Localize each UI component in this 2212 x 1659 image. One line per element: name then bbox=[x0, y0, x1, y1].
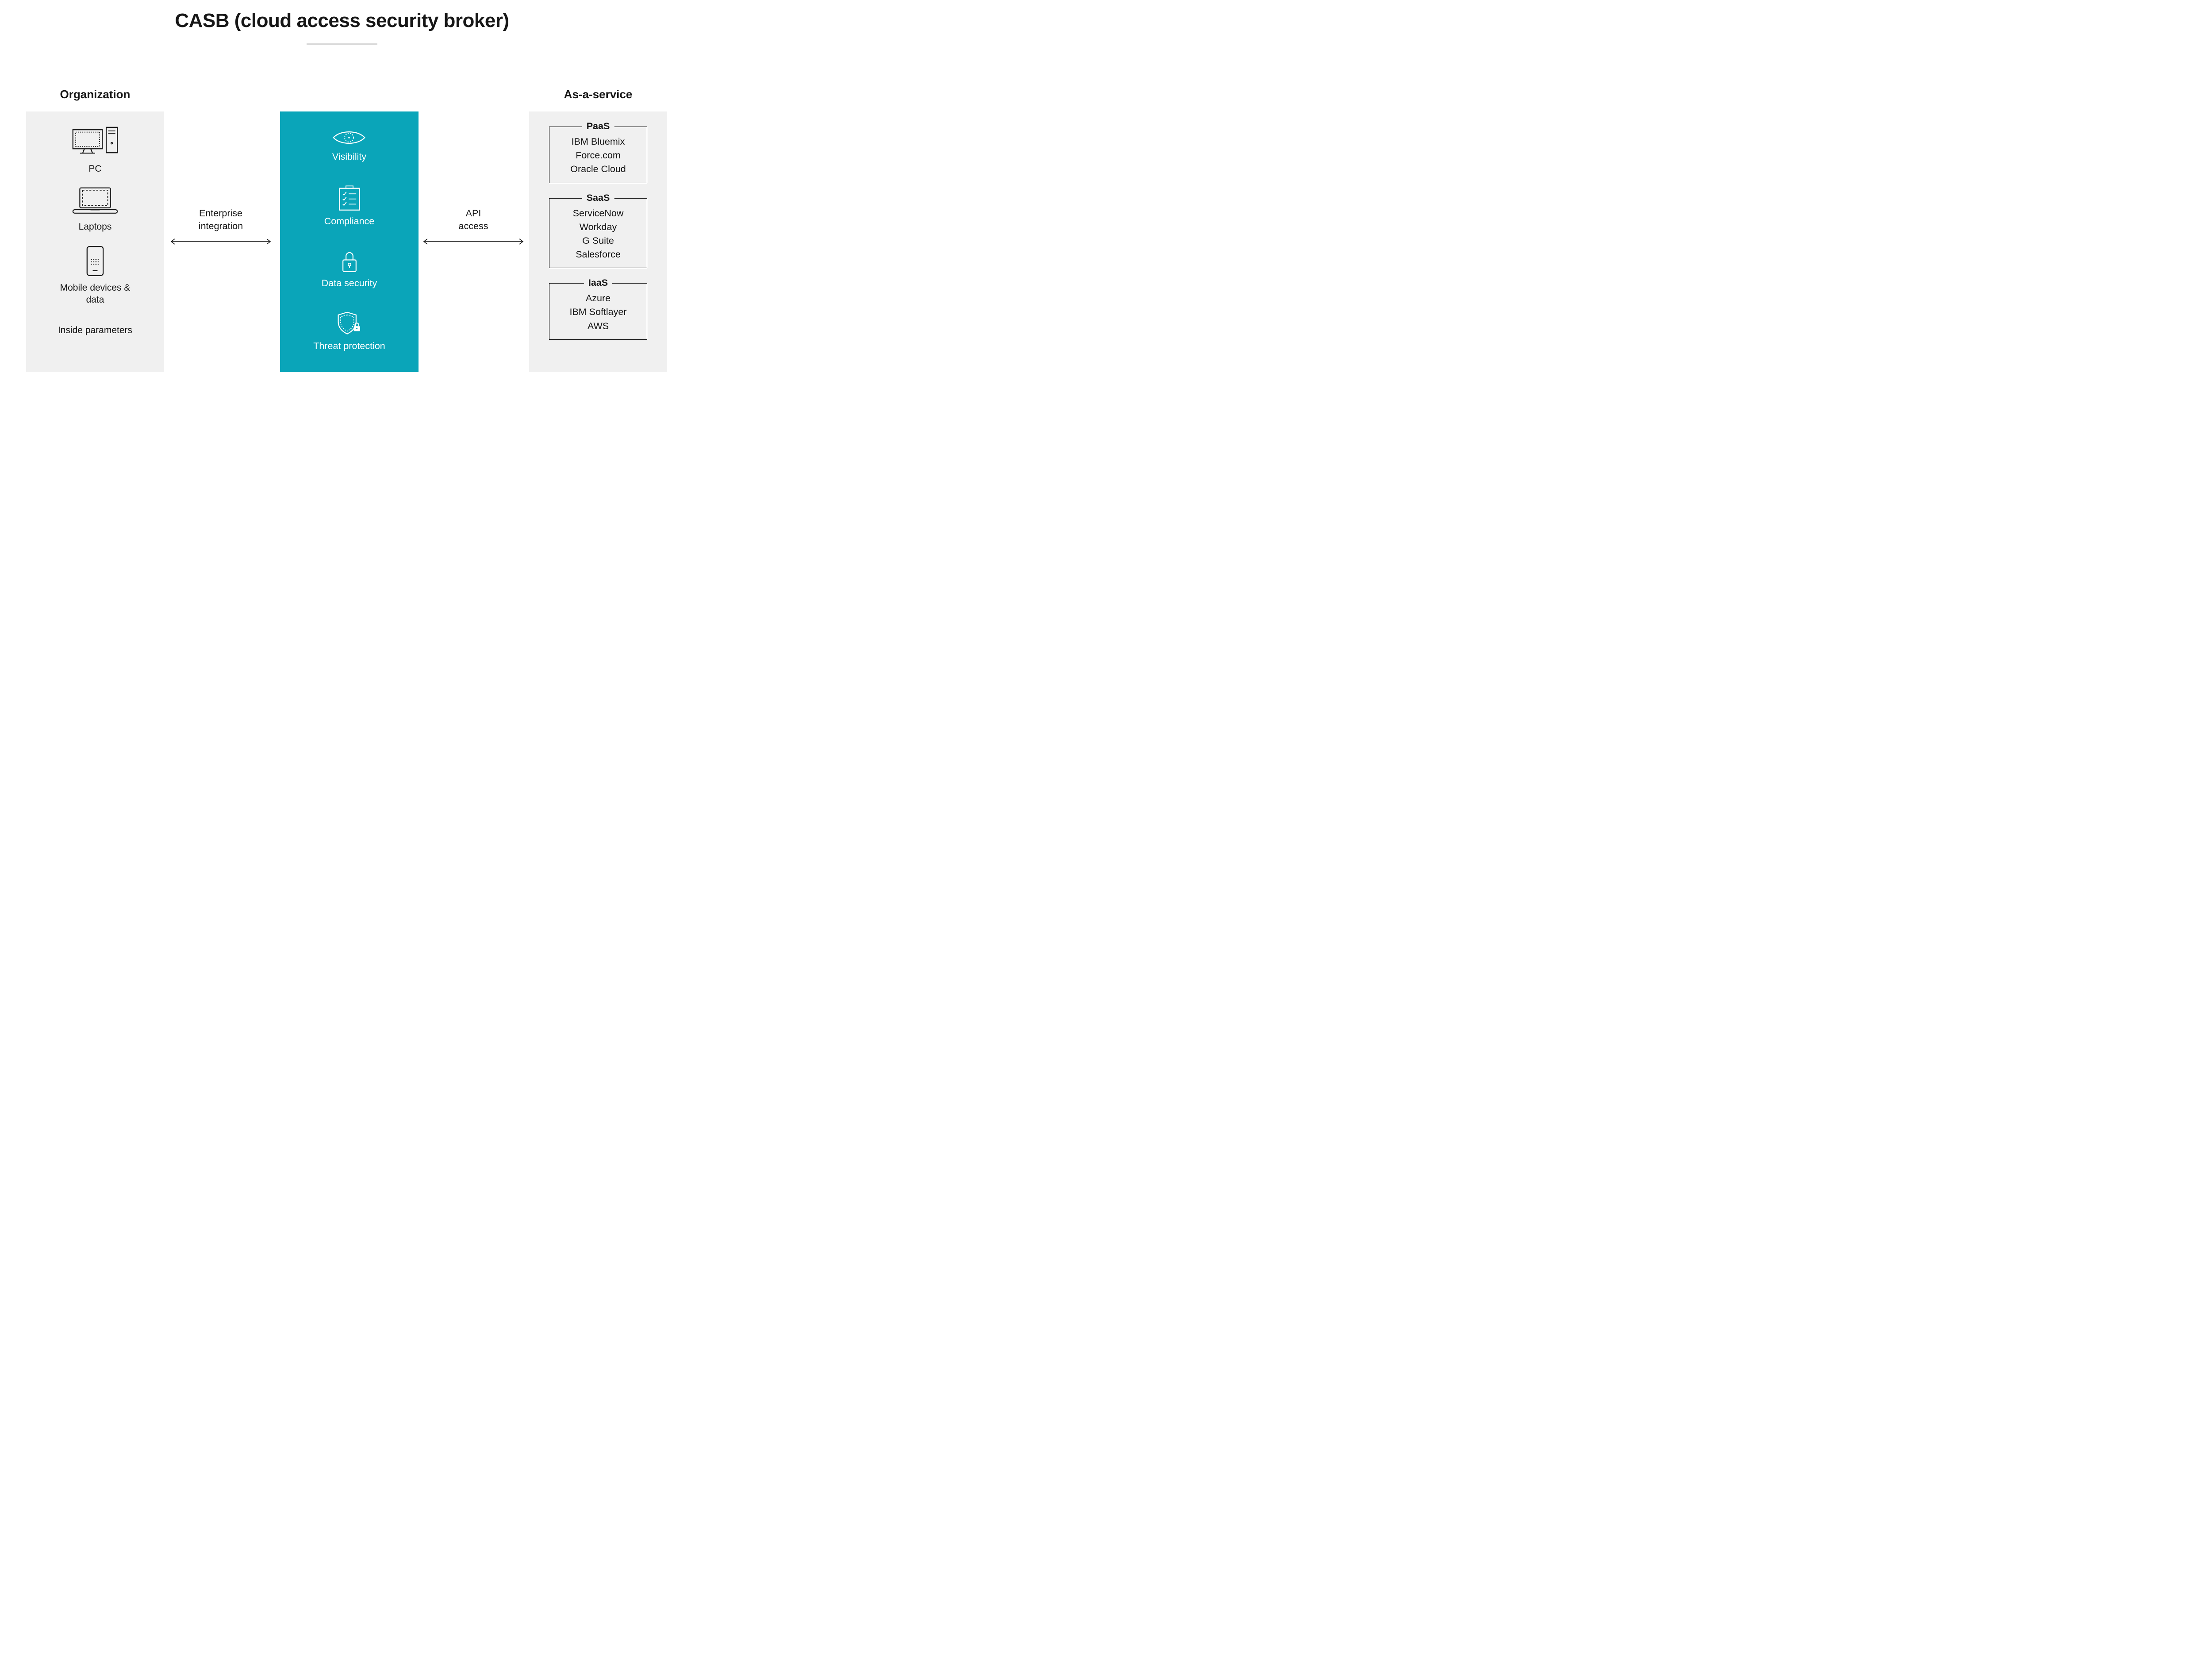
double-arrow-icon bbox=[170, 238, 271, 245]
service-item: G Suite bbox=[582, 235, 614, 246]
eye-icon bbox=[333, 131, 366, 144]
double-arrow-icon bbox=[423, 238, 524, 245]
api-access-connector: API access bbox=[422, 207, 525, 246]
feature-visibility: Visibility bbox=[332, 128, 366, 162]
service-item: ServiceNow bbox=[572, 207, 624, 219]
iaas-title: IaaS bbox=[584, 277, 613, 289]
service-item: Azure bbox=[585, 293, 611, 304]
page-title: CASB (cloud access security broker) bbox=[175, 10, 509, 31]
service-item: AWS bbox=[587, 320, 609, 331]
feature-data-security: Data security bbox=[322, 250, 377, 289]
feature-label: Compliance bbox=[324, 216, 375, 227]
device-pc: PC bbox=[72, 127, 118, 175]
device-laptops: Laptops bbox=[72, 187, 118, 233]
inside-parameters-label: Inside parameters bbox=[58, 325, 133, 336]
mobile-icon bbox=[86, 246, 104, 276]
organization-heading: Organization bbox=[60, 88, 131, 101]
saas-title: SaaS bbox=[582, 192, 614, 204]
casb-panel: Visibility Compliance Data sec bbox=[280, 111, 419, 372]
organization-panel: PC Laptops Mobile devices & data Inside … bbox=[26, 111, 164, 372]
connector-label: Enterprise integration bbox=[198, 208, 243, 232]
title-divider bbox=[307, 43, 377, 45]
device-label: Mobile devices & data bbox=[60, 282, 131, 305]
checklist-icon bbox=[339, 185, 360, 211]
saas-box: SaaS ServiceNow Workday G Suite Salesfor… bbox=[549, 192, 647, 269]
feature-label: Visibility bbox=[332, 151, 367, 162]
feature-label: Data security bbox=[321, 278, 377, 288]
enterprise-integration-connector: Enterprise integration bbox=[169, 207, 272, 246]
device-label: PC bbox=[88, 164, 102, 174]
as-a-service-heading: As-a-service bbox=[564, 88, 633, 101]
connector-label: API access bbox=[458, 208, 488, 232]
paas-title: PaaS bbox=[582, 121, 614, 132]
lock-icon bbox=[342, 252, 357, 272]
paas-box: PaaS IBM Bluemix Force.com Oracle Cloud bbox=[549, 121, 647, 183]
service-item: Workday bbox=[579, 221, 617, 232]
service-item: Salesforce bbox=[576, 249, 621, 260]
feature-compliance: Compliance bbox=[324, 185, 375, 227]
pc-icon bbox=[72, 127, 118, 154]
laptop-icon bbox=[72, 187, 118, 214]
feature-label: Threat protection bbox=[313, 341, 385, 351]
shield-lock-icon bbox=[338, 311, 360, 334]
iaas-box: IaaS Azure IBM Softlayer AWS bbox=[549, 277, 647, 340]
service-item: IBM Bluemix bbox=[571, 136, 625, 147]
as-a-service-panel: PaaS IBM Bluemix Force.com Oracle Cloud … bbox=[529, 111, 667, 372]
service-item: Oracle Cloud bbox=[570, 164, 626, 175]
feature-threat-protection: Threat protection bbox=[313, 311, 385, 352]
casb-diagram: CASB (cloud access security broker) Orga… bbox=[0, 0, 684, 385]
service-item: IBM Softlayer bbox=[569, 307, 627, 318]
device-label: Laptops bbox=[78, 222, 112, 232]
service-item: Force.com bbox=[576, 150, 621, 161]
device-mobile: Mobile devices & data bbox=[51, 246, 139, 306]
